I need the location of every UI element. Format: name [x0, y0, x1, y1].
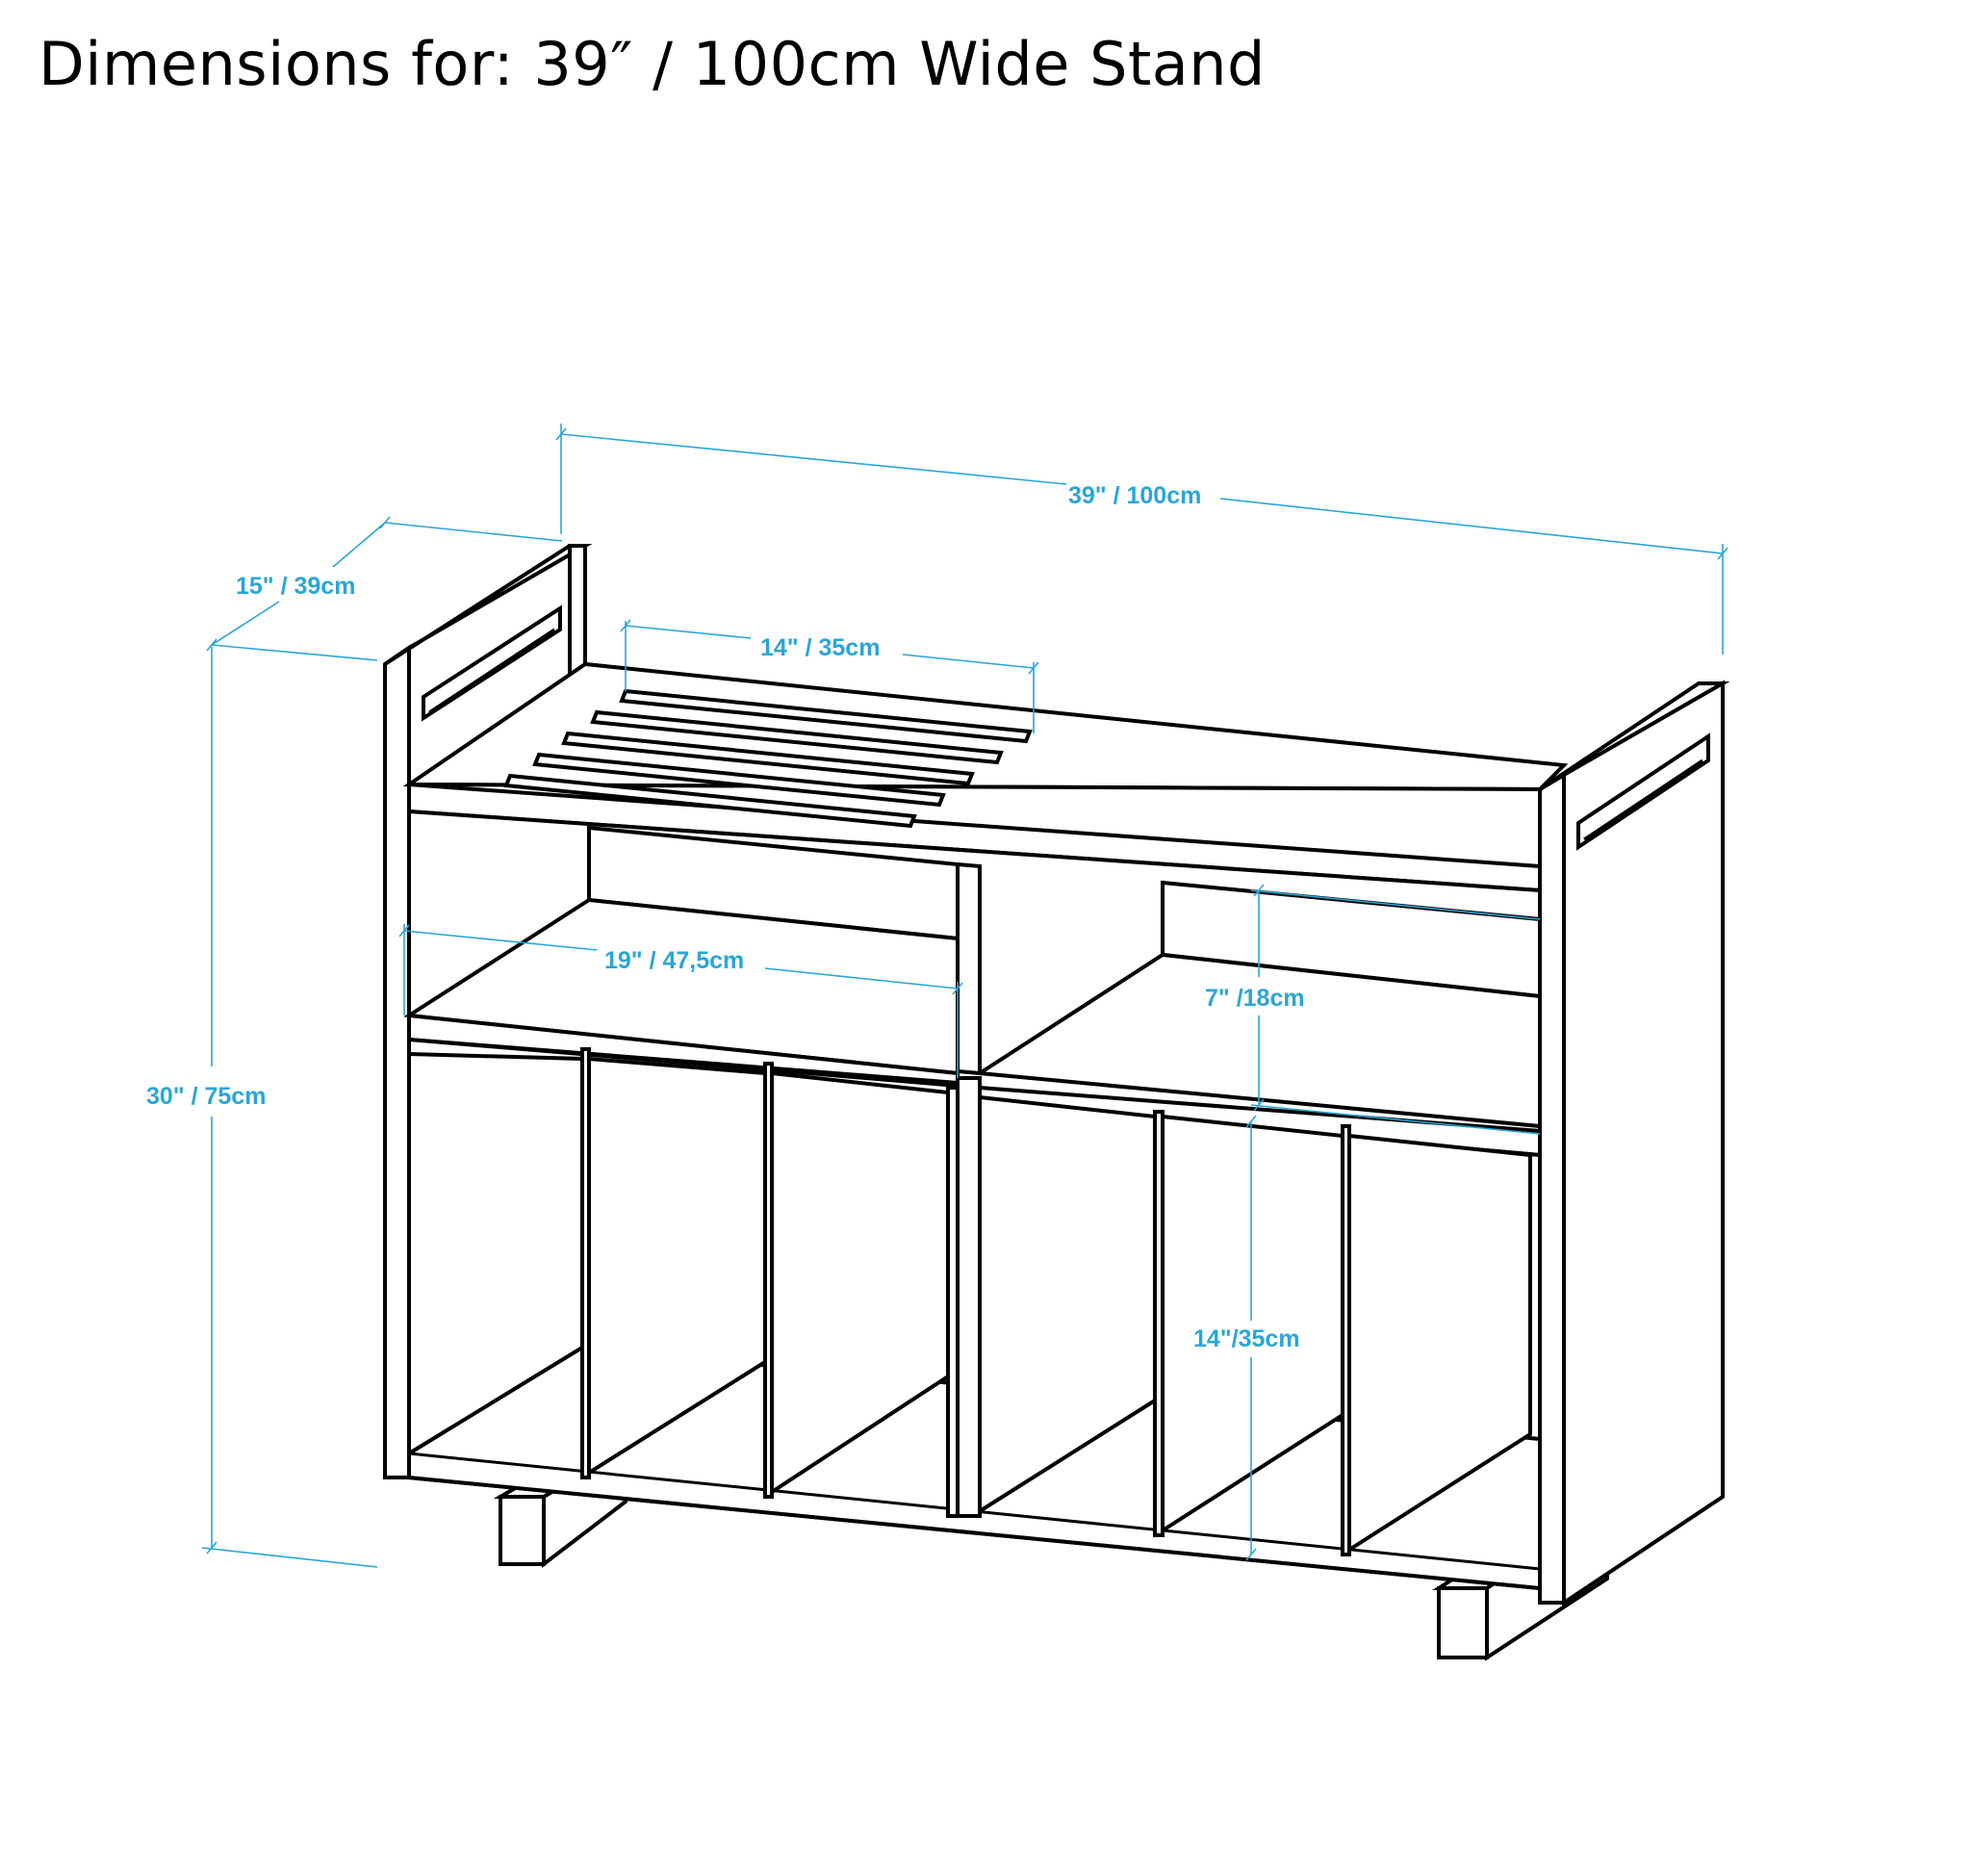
height-dimension — [201, 647, 378, 1568]
shelf-height-dimension — [1250, 884, 1541, 1135]
depth-label: 15" / 39cm — [236, 573, 355, 600]
lower-compartments — [407, 1047, 1542, 1591]
compartment-height-dimension — [1245, 1115, 1257, 1561]
compartment-height-label: 14"/35cm — [1193, 1325, 1300, 1352]
slot-width-dimension — [620, 619, 1039, 733]
shelf-width-label: 19" / 47,5cm — [604, 947, 744, 974]
top-slots — [503, 688, 1033, 829]
stand-drawing — [383, 544, 1730, 1661]
depth-dimension — [206, 516, 563, 661]
height-label: 30" / 75cm — [146, 1083, 266, 1110]
dimension-lines: 39" / 100cm 15" / 39cm 30" / 75cm — [146, 424, 1728, 1568]
page-title: Dimensions for: 39″ / 100cm Wide Stand — [38, 29, 1266, 99]
width-dimension — [555, 424, 1728, 655]
width-label: 39" / 100cm — [1068, 482, 1201, 509]
slot-width-label: 14" / 35cm — [760, 634, 880, 661]
shelf-height-label: 7" /18cm — [1205, 985, 1305, 1012]
right-side-panel — [1538, 680, 1730, 1606]
shelf-width-dimension — [398, 924, 963, 1078]
